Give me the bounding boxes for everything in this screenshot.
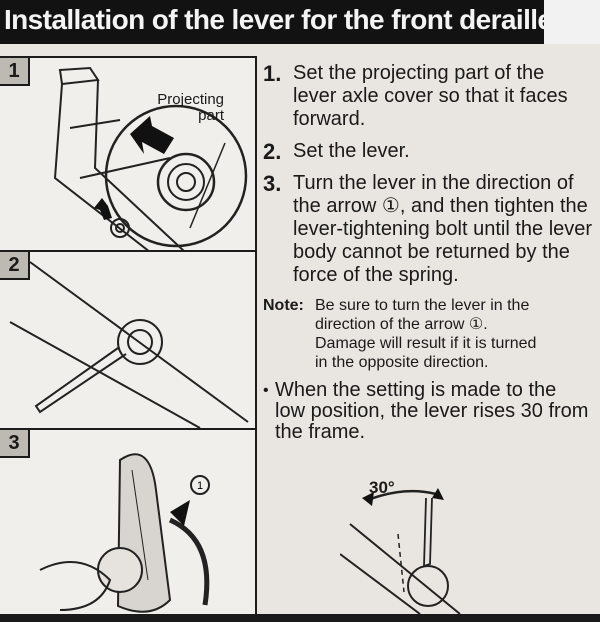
- figure-3-number: 3: [0, 430, 30, 458]
- projecting-part-label: Projecting part: [142, 92, 224, 124]
- callout-line-2: part: [198, 107, 224, 124]
- figure-2-number: 2: [0, 252, 30, 280]
- step-text: Turn the lever in the direction of: [293, 172, 574, 194]
- figure-1-panel: 1 Projecting part: [0, 56, 257, 254]
- step-text: force of the spring.: [293, 264, 459, 286]
- note-text: in the opposite direction.: [315, 354, 489, 371]
- angle-label: 30°: [369, 478, 395, 497]
- step-number: 2.: [263, 139, 282, 164]
- bullet-text: low position, the lever rises 30 from: [275, 400, 589, 422]
- bullet-text: When the setting is made to the: [275, 379, 557, 401]
- page-title: Installation of the lever for the front …: [4, 4, 580, 35]
- arrow-marker: 1: [197, 480, 203, 492]
- bullet-point: • When the setting is made to the low po…: [263, 380, 600, 443]
- instruction-steps: 1. Set the projecting part of the lever …: [263, 62, 600, 443]
- step-number: 3.: [263, 171, 282, 196]
- note-block: Note: Be sure to turn the lever in the d…: [263, 296, 600, 372]
- figure-1-number: 1: [0, 58, 30, 86]
- page-header: Installation of the lever for the front …: [0, 0, 600, 44]
- angle-illustration: [340, 488, 461, 614]
- step-text: forward.: [293, 108, 366, 130]
- figure-2-illustration: [9, 261, 249, 429]
- step-text: the arrow ①, and then tighten the: [293, 195, 588, 217]
- note-text: Be sure to turn the lever in the: [315, 297, 530, 314]
- bottom-bar: [0, 614, 600, 622]
- step-text: lever-tightening bolt until the lever: [293, 218, 593, 240]
- step-text: lever axle cover so that it faces: [293, 85, 568, 107]
- callout-line-1: Projecting: [157, 91, 224, 108]
- step-text: body cannot be returned by the: [293, 241, 570, 263]
- header-edge: [544, 0, 600, 44]
- figure-3-illustration: 1: [39, 453, 210, 613]
- figure-1-illustration: [53, 66, 248, 252]
- step-text: Set the lever.: [293, 140, 410, 162]
- step-2: 2. Set the lever.: [263, 140, 600, 163]
- bullet-text: the frame.: [275, 421, 366, 443]
- step-3: 3. Turn the lever in the direction of th…: [263, 172, 600, 287]
- figure-2-panel: 2: [0, 250, 257, 432]
- bullet-symbol: •: [263, 382, 269, 399]
- step-number: 1.: [263, 61, 282, 86]
- note-text: Damage will result if it is turned: [315, 335, 537, 352]
- note-text: direction of the arrow ①.: [315, 316, 488, 333]
- figure-3-panel: 1 3: [0, 428, 257, 622]
- step-text: Set the projecting part of the: [293, 62, 545, 84]
- step-1: 1. Set the projecting part of the lever …: [263, 62, 600, 131]
- note-label: Note:: [263, 297, 304, 314]
